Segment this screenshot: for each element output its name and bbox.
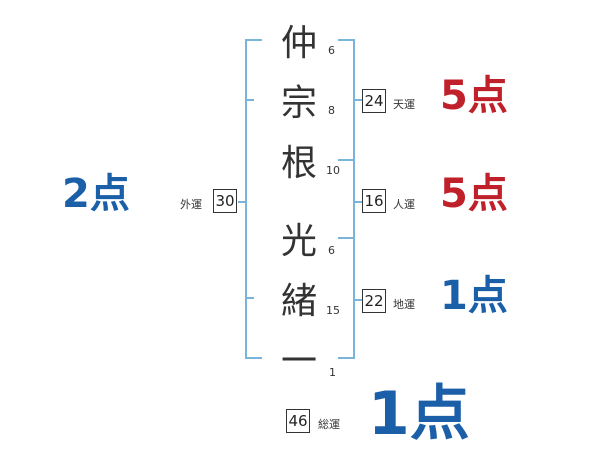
kanji-2: 宗 [280,83,317,124]
so-score: 1点 [368,379,470,449]
chi-value-box: 22 [362,289,386,313]
jin-score: 5点 [440,171,508,217]
ten-label: 天運 [393,98,415,111]
kanji-5: 緒 [280,281,317,322]
kanji-3: 根 [280,143,317,184]
stroke-count-2: 8 [328,104,335,117]
so-value-box: 46 [286,409,310,433]
chi-bracket [338,237,355,359]
kanji-6: 一 [280,341,317,382]
gai-value-box: 30 [213,189,237,213]
stroke-count-3: 10 [326,164,340,177]
ten-score: 5点 [440,73,508,119]
stroke-count-4: 6 [328,244,335,257]
jin-bracket [338,159,355,239]
so-label: 総運 [318,418,340,431]
kanji-1: 仲 [280,23,317,64]
kanji-4: 光 [280,221,317,262]
gai-bracket [245,39,262,359]
jin-value-box: 16 [362,189,386,213]
jin-label: 人運 [393,198,415,211]
stroke-count-1: 6 [328,44,335,57]
gai-label: 外運 [180,198,202,211]
stroke-count-5: 15 [326,304,340,317]
gai-score: 2点 [62,171,130,217]
stroke-count-6: 1 [329,366,336,379]
ten-value-box: 24 [362,89,386,113]
chi-score: 1点 [440,273,508,319]
chi-label: 地運 [393,298,415,311]
ten-bracket [338,39,355,161]
